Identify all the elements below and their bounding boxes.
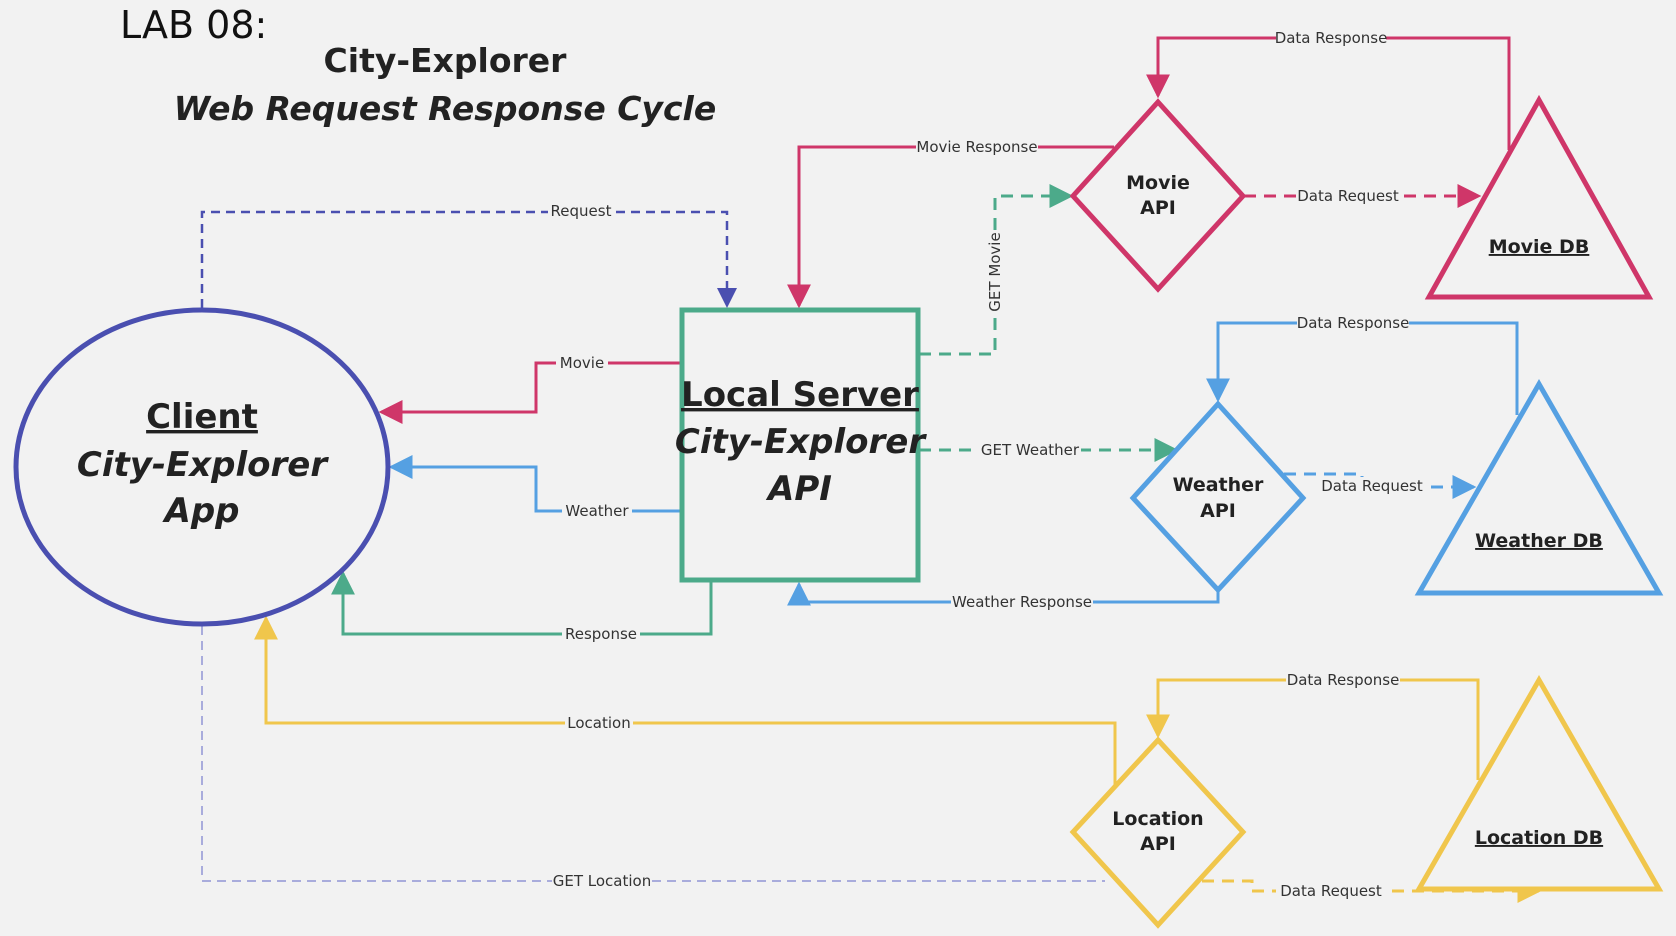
response-connector: [331, 570, 713, 636]
server-subtitle: City-Explorer: [675, 422, 927, 462]
get-movie-label: GET Movie: [986, 232, 1004, 311]
location-data-request-connector: [1202, 879, 1542, 903]
movie-api-node: Movie API: [1069, 98, 1247, 293]
location-api-title: Location: [1112, 808, 1203, 830]
local-server-node: Local Server City-Explorer API: [675, 307, 927, 583]
weather-api-title: Weather: [1173, 474, 1264, 496]
weather-connector: [388, 455, 680, 513]
location-db-label: Location DB: [1475, 827, 1603, 849]
weather-db-label: Weather DB: [1475, 530, 1603, 552]
location-api-suffix: API: [1140, 833, 1176, 855]
weather-label: Weather: [565, 502, 629, 520]
weather-api-suffix: API: [1200, 500, 1236, 522]
movie-api-title: Movie: [1126, 172, 1190, 194]
request-label: Request: [551, 202, 612, 220]
weather-data-response-label: Data Response: [1297, 314, 1410, 332]
location-api-node: Location API: [1069, 736, 1247, 929]
weather-response-label: Weather Response: [952, 593, 1092, 611]
get-location-connector: [201, 626, 1105, 882]
get-movie-connector: [919, 184, 1074, 356]
server-suffix: API: [765, 469, 832, 509]
client-subtitle: City-Explorer: [77, 445, 329, 485]
movie-response-connector: [787, 145, 1114, 309]
page-title: City-Explorer: [324, 41, 568, 80]
client-title: Client: [146, 397, 258, 437]
response-label: Response: [565, 625, 637, 643]
movie-data-response-label: Data Response: [1275, 29, 1388, 47]
weather-db-node: Weather DB: [1414, 378, 1664, 596]
weather-data-request-label: Data Request: [1321, 477, 1423, 495]
server-title: Local Server: [681, 375, 919, 415]
request-connector: [200, 210, 737, 308]
movie-connector: [378, 361, 680, 424]
location-connector: [254, 615, 1117, 787]
movie-db-label: Movie DB: [1489, 236, 1590, 258]
location-data-response-label: Data Response: [1287, 671, 1400, 689]
location-label: Location: [567, 714, 630, 732]
page-subtitle: Web Request Response Cycle: [174, 89, 716, 128]
movie-response-label: Movie Response: [916, 138, 1037, 156]
weather-data-response-connector: [1206, 321, 1519, 415]
movie-data-response-connector: [1146, 36, 1511, 150]
movie-db-node: Movie DB: [1424, 94, 1654, 300]
client-suffix: App: [162, 491, 240, 531]
movie-api-suffix: API: [1140, 197, 1176, 219]
location-db-node: Location DB: [1414, 674, 1664, 892]
location-data-request-label: Data Request: [1280, 882, 1382, 900]
movie-label: Movie: [560, 354, 604, 372]
location-data-response-connector: [1146, 678, 1480, 780]
weather-api-node: Weather API: [1129, 400, 1307, 594]
get-weather-label: GET Weather: [981, 441, 1080, 459]
get-location-label: GET Location: [553, 872, 651, 890]
lab-number: LAB 08:: [120, 3, 267, 47]
client-node: Client City-Explorer App: [13, 307, 391, 627]
movie-data-request-label: Data Request: [1297, 187, 1399, 205]
